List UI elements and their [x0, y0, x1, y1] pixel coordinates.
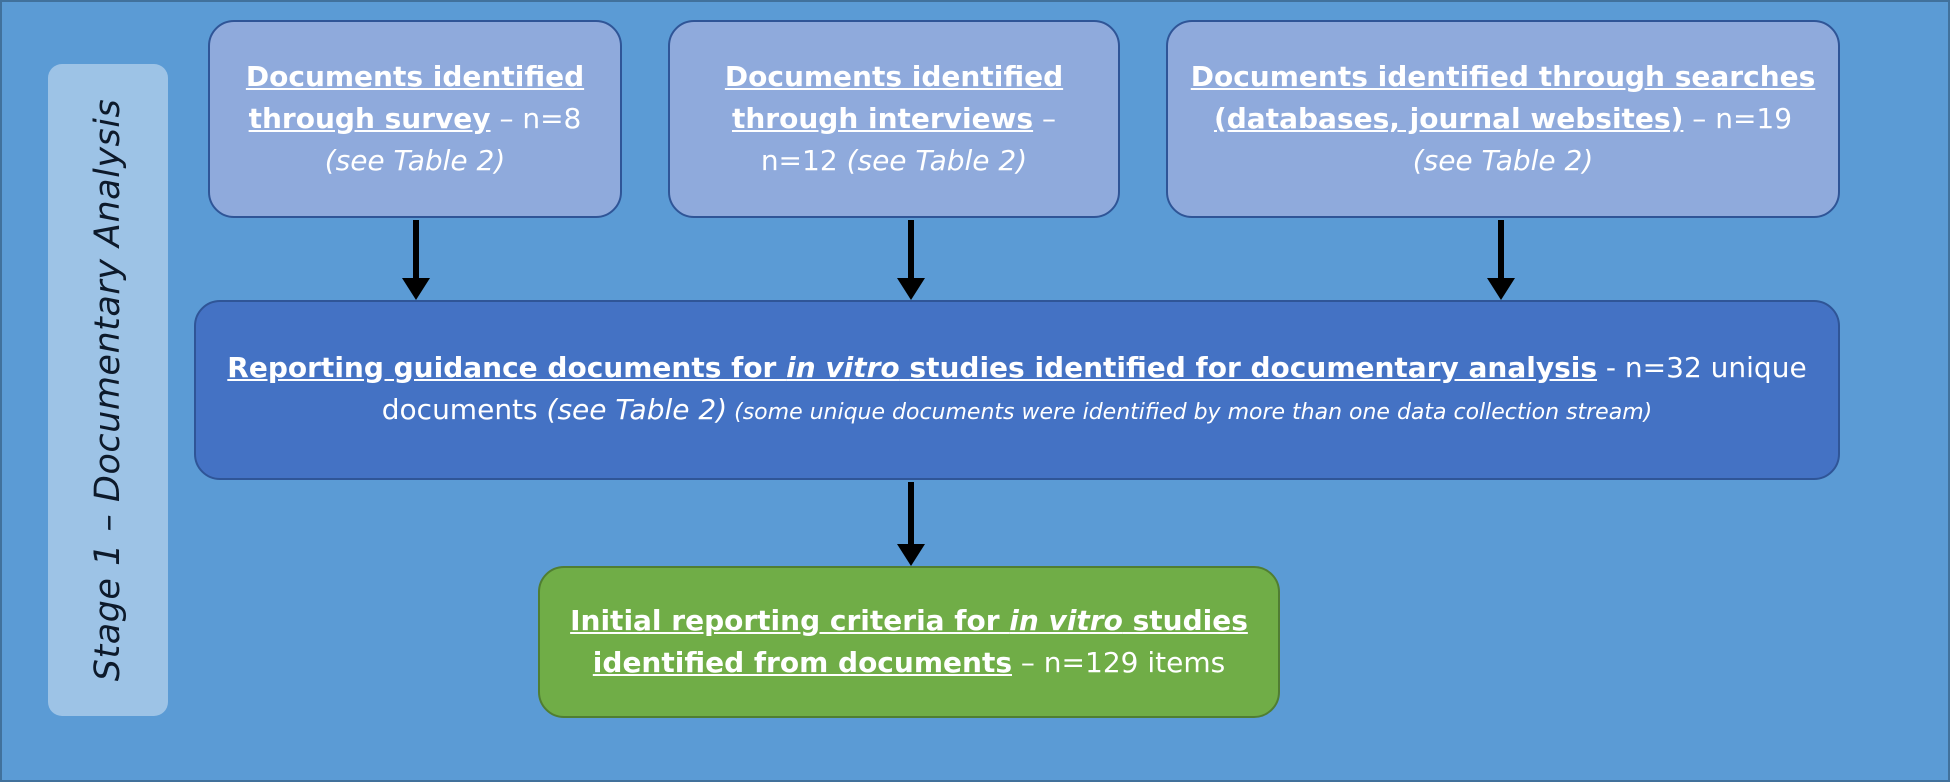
initial-criteria-box: Initial reporting criteria for in vitro …: [538, 566, 1280, 718]
interviews-title-line2: through interviews: [731, 102, 1034, 135]
guidance-title-italic: in vitro: [786, 350, 900, 384]
searches-title-line1: Documents identified through searches: [1190, 60, 1816, 93]
interviews-title-line1: Documents identified: [724, 60, 1064, 93]
interviews-count: n=12: [760, 144, 847, 177]
criteria-count: – n=129 items: [1012, 646, 1226, 679]
survey-title-line1: Documents identified: [245, 60, 585, 93]
interviews-table-ref: (see Table 2): [846, 144, 1028, 177]
arrow-interviews-to-guidance: [897, 220, 925, 300]
guidance-small-note: (some unique documents were identified b…: [727, 399, 1653, 425]
survey-table-ref: (see Table 2): [324, 144, 506, 177]
survey-count: – n=8: [490, 102, 582, 135]
criteria-title-b: studies: [1122, 604, 1248, 637]
interviews-documents-box: Documents identified through interviews …: [668, 20, 1120, 218]
survey-title-line2: through survey: [248, 102, 491, 135]
arrow-guidance-to-criteria: [897, 482, 925, 566]
arrow-searches-to-guidance: [1487, 220, 1515, 300]
guidance-table-ref: (see Table 2): [546, 392, 728, 426]
reporting-guidance-box: Reporting guidance documents for in vitr…: [194, 300, 1840, 480]
criteria-title-line2: identified from documents: [592, 646, 1012, 679]
searches-count: – n=19: [1683, 102, 1793, 135]
guidance-line2-text: documents: [381, 392, 547, 426]
guidance-count: - n=32 unique: [1597, 350, 1807, 384]
guidance-title-b: studies identified for documentary analy…: [899, 350, 1598, 384]
criteria-title-italic: in vitro: [1009, 604, 1123, 637]
survey-documents-box: Documents identified through survey – n=…: [208, 20, 622, 218]
stage-panel: Stage 1 – Documentary Analysis: [48, 64, 168, 716]
searches-title-line2: (databases, journal websites): [1213, 102, 1684, 135]
interviews-dash: –: [1033, 102, 1056, 135]
searches-table-ref: (see Table 2): [1412, 144, 1594, 177]
criteria-title-a: Initial reporting criteria for: [570, 604, 1010, 637]
arrow-survey-to-guidance: [402, 220, 430, 300]
guidance-title-a: Reporting guidance documents for: [227, 350, 787, 384]
searches-documents-box: Documents identified through searches (d…: [1166, 20, 1840, 218]
